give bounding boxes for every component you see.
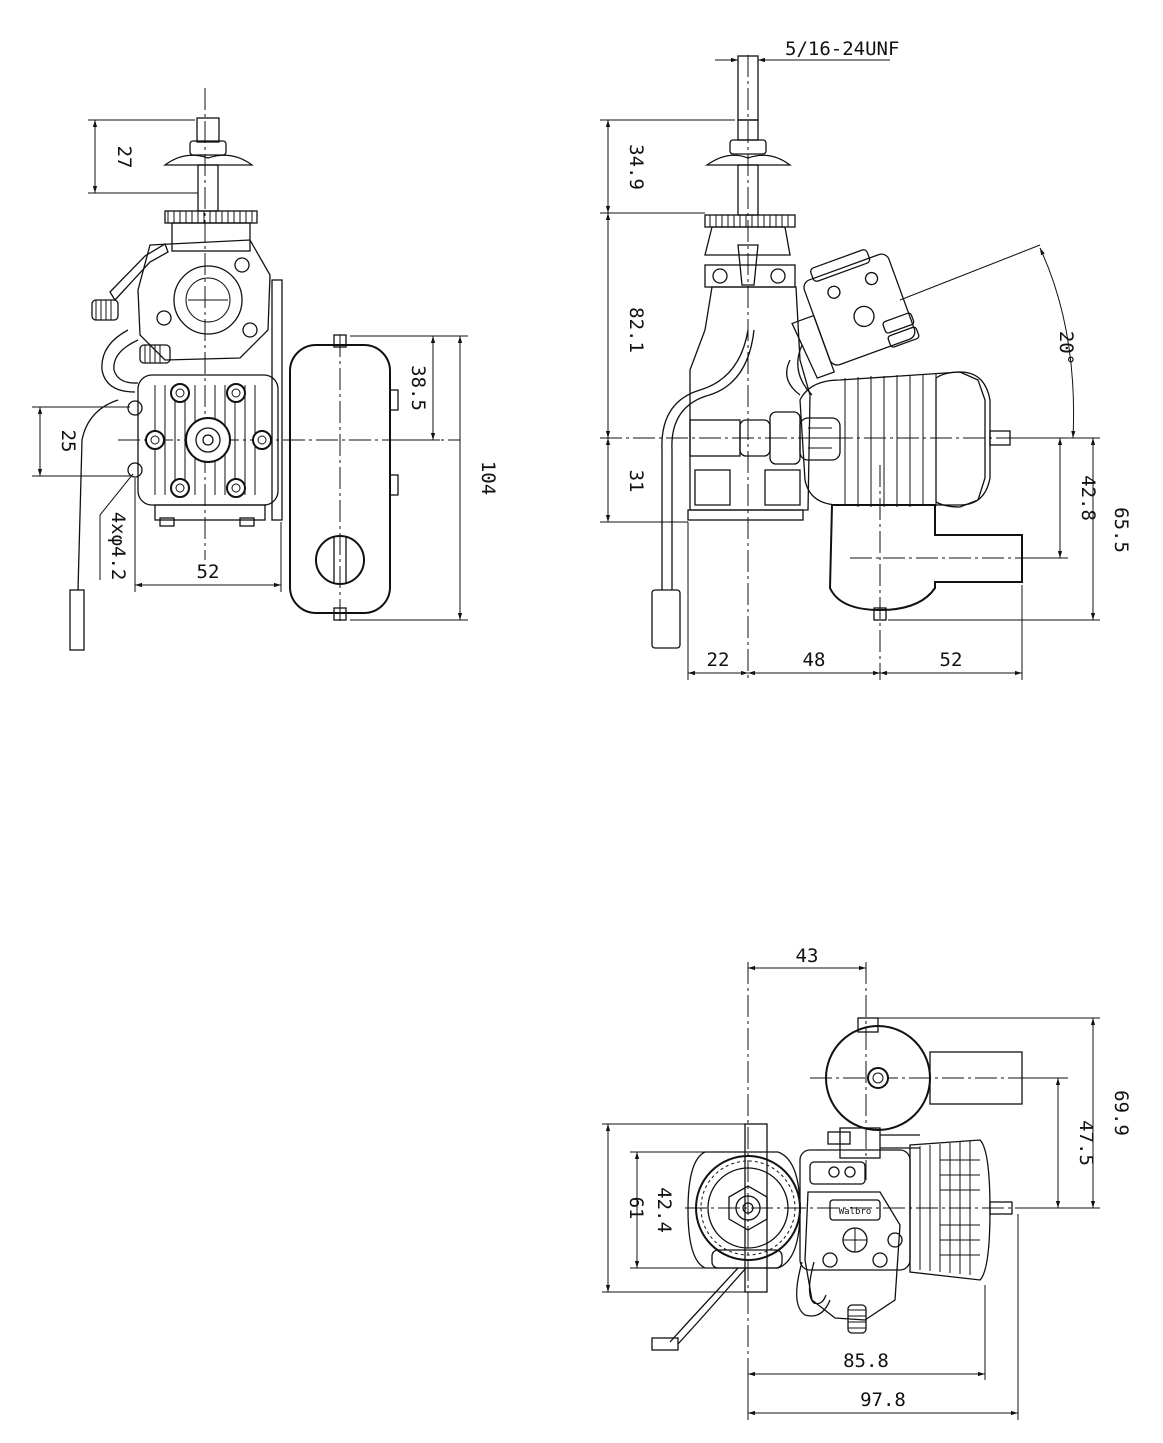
dim-cyl-offset: 25	[32, 406, 130, 477]
dim-lower-height-label: 31	[625, 470, 647, 493]
dim-mount-width: 52	[134, 478, 282, 592]
dim-top-prop: 27	[88, 119, 198, 194]
hub-knurl	[700, 1160, 796, 1256]
dim-angle-label: 20°	[1055, 331, 1077, 365]
dim-width-b-label: 48	[803, 649, 826, 671]
dim-body-height-label: 82.1	[625, 307, 647, 353]
dim-cyl-offset-label: 25	[57, 430, 79, 453]
dim-top-offset-label: 43	[796, 945, 819, 967]
dim-muffler-height: 104	[350, 335, 499, 621]
dim-thread: 5/16-24UNF	[715, 38, 899, 63]
knurl-marks	[167, 211, 253, 223]
dim-muffler-total: 65.5	[888, 437, 1132, 621]
dim-muffler-offset-label: 38.5	[407, 365, 429, 411]
dim-length-a-label: 85.8	[843, 1350, 889, 1372]
dim-length-a: 85.8	[748, 1285, 986, 1380]
dim-prop-shaft-label: 34.9	[625, 144, 647, 190]
spring-fitting-right	[139, 344, 171, 364]
dim-width-a-label: 22	[707, 649, 730, 671]
dim-height-b: 42.4	[630, 1151, 712, 1269]
side-view: 20° 5/16-24UNF 34.9 82.1 31 42.8	[600, 38, 1132, 680]
dim-top-offset: 43	[747, 945, 867, 975]
dim-lower-height: 31	[600, 438, 688, 523]
dim-muffler-height-label: 104	[477, 461, 499, 495]
cylinder-fins	[844, 374, 937, 507]
dim-prop-shaft: 34.9	[600, 119, 735, 214]
dim-height-b-label: 42.4	[653, 1187, 675, 1233]
dim-muffler-depth-label: 69.9	[1110, 1090, 1132, 1136]
carb-brand-label: Walbro	[839, 1207, 872, 1217]
dim-widths: 22 48 52	[687, 522, 1023, 680]
top-spring-fitting	[847, 1304, 867, 1334]
dim-height-a-label: 61	[625, 1197, 647, 1220]
dim-length-b-label: 97.8	[860, 1389, 906, 1411]
dim-muffler-center: 47.5	[1022, 1077, 1097, 1208]
dim-mount-holes: 4xφ4.2	[99, 473, 134, 581]
brand-logo	[799, 417, 841, 461]
dim-muffler-drop-label: 42.8	[1077, 475, 1099, 521]
dim-muffler-drop: 42.8	[1015, 437, 1099, 559]
dim-mount-width-label: 52	[197, 561, 220, 583]
dim-top-prop-label: 27	[113, 146, 135, 169]
head-bolts	[145, 383, 272, 498]
dim-muffler-offset: 38.5	[350, 335, 440, 441]
dim-mount-holes-label: 4xφ4.2	[107, 512, 129, 581]
front-view: 27 25 38.5 104 52 4xφ4	[32, 88, 499, 651]
dim-width-c-label: 52	[940, 649, 963, 671]
side-carburetor	[791, 249, 920, 379]
dim-thread-label: 5/16-24UNF	[785, 38, 899, 60]
spring-fitting-left	[91, 299, 119, 321]
top-view: Walbro 43 69.9	[602, 945, 1132, 1420]
dim-muffler-total-label: 65.5	[1110, 507, 1132, 553]
dim-muffler-center-label: 47.5	[1075, 1120, 1097, 1166]
dim-length-b: 97.8	[747, 1214, 1019, 1420]
top-cylinder-fins	[919, 1141, 980, 1275]
dim-body-height: 82.1	[605, 213, 647, 438]
